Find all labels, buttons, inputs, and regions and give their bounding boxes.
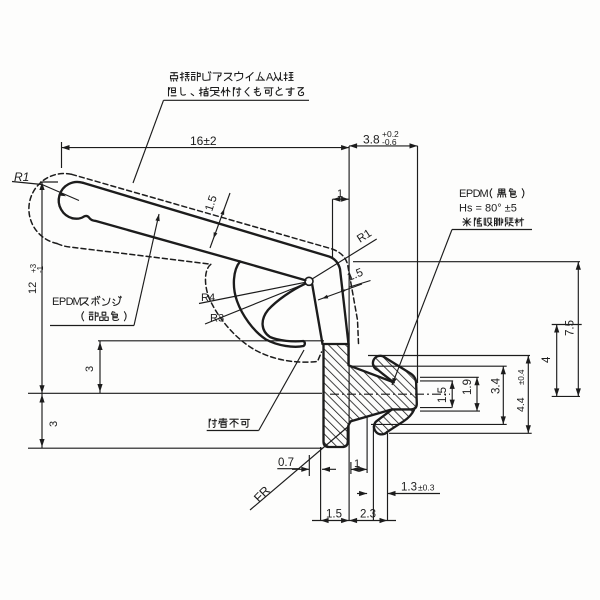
svg-text:1.5: 1.5 (346, 267, 365, 284)
svg-text:3.8: 3.8 (363, 133, 380, 147)
svg-text:Hs = 80° ±5: Hs = 80° ±5 (459, 203, 517, 215)
svg-text:1.3: 1.3 (401, 482, 417, 494)
svg-text:R4: R4 (201, 292, 215, 304)
svg-text:7.5: 7.5 (565, 320, 577, 336)
svg-text:3.4: 3.4 (491, 377, 503, 394)
svg-text:P: P (466, 188, 473, 200)
svg-text:D: D (473, 188, 481, 200)
svg-text:R3: R3 (210, 313, 224, 325)
svg-text:4: 4 (541, 356, 553, 363)
svg-text:1: 1 (337, 188, 343, 200)
svg-text:+0.2: +0.2 (382, 129, 399, 139)
svg-text:0.7: 0.7 (278, 457, 294, 469)
svg-text:R1: R1 (14, 170, 29, 184)
svg-text:1: 1 (354, 458, 360, 470)
svg-text:1.9: 1.9 (462, 379, 474, 395)
svg-text:1.5: 1.5 (203, 194, 219, 213)
svg-text:P: P (59, 296, 66, 308)
svg-text:3: 3 (84, 366, 96, 372)
svg-text:4.4: 4.4 (515, 397, 527, 412)
svg-text:16±2: 16±2 (190, 134, 217, 148)
svg-text:FR: FR (251, 483, 273, 505)
svg-text:D: D (66, 296, 74, 308)
svg-text:3: 3 (48, 421, 60, 427)
svg-text:-1: -1 (36, 265, 45, 273)
svg-text:2.3: 2.3 (360, 509, 376, 521)
svg-text:E: E (459, 188, 466, 200)
svg-text:+3: +3 (29, 263, 38, 273)
svg-text:±0.4: ±0.4 (517, 369, 526, 385)
svg-text:±0.3: ±0.3 (418, 483, 435, 493)
svg-text:M: M (72, 296, 81, 308)
svg-text:A: A (266, 71, 274, 83)
svg-text:1.5: 1.5 (437, 387, 449, 403)
svg-text:-0.6: -0.6 (382, 137, 397, 147)
svg-text:12: 12 (27, 282, 39, 294)
svg-text:M: M (479, 188, 488, 200)
svg-text:1.5: 1.5 (326, 509, 342, 521)
svg-text:E: E (52, 296, 59, 308)
